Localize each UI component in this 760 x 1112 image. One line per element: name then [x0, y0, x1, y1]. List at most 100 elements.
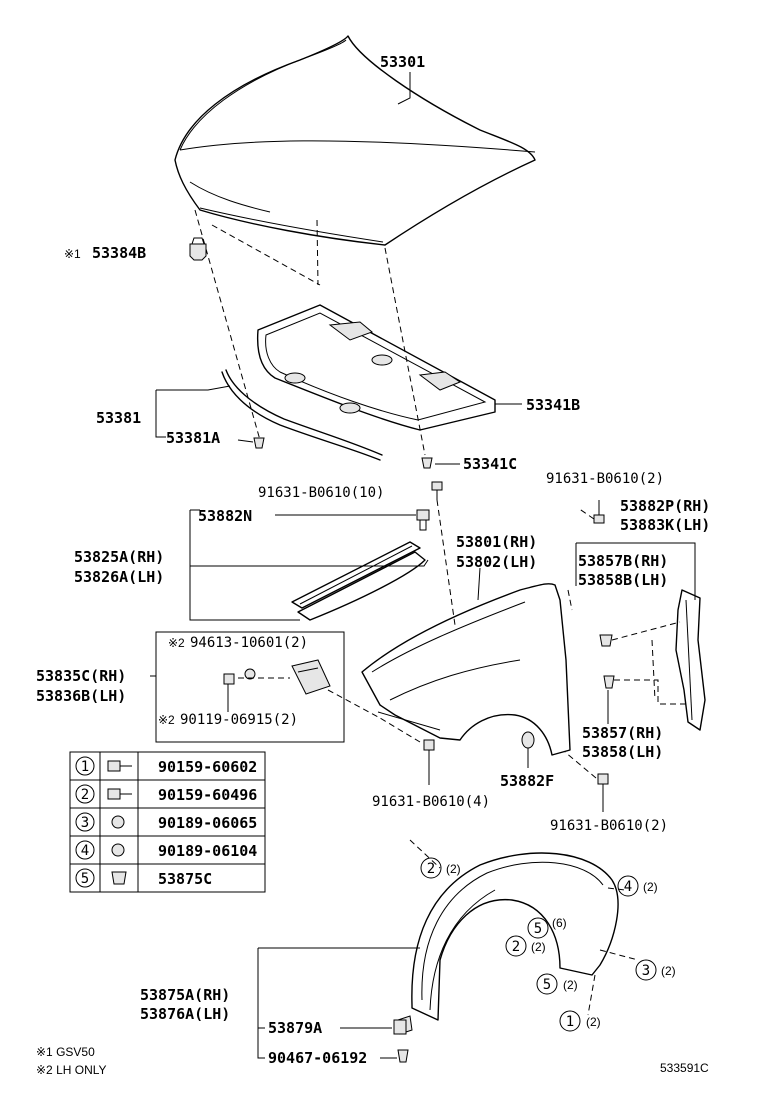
callout-number: 1 — [566, 1014, 574, 1030]
guide-line — [409, 839, 441, 869]
label-hood: 53301 — [380, 53, 425, 71]
guide-line — [611, 621, 681, 641]
label-insulator-clip: 53341C — [463, 455, 517, 473]
label-liner-rh: 53875A(RH) — [140, 986, 230, 1004]
guide-line — [651, 639, 656, 701]
fastener-number: 2 — [81, 787, 89, 803]
insulator-clip-icon — [421, 457, 433, 469]
leader-liner — [257, 948, 265, 1059]
label-bolt-bottom-right: 91631-B0610(2) — [550, 818, 668, 834]
label-liner-lh: 53876A(LH) — [140, 1005, 230, 1023]
fastener-part: 90159-60602 — [158, 758, 257, 776]
table-row: 2 90159-60496 — [75, 784, 257, 804]
guide-line — [607, 887, 626, 891]
label-bracket-b-lh: 53858B(LH) — [578, 571, 668, 589]
fastener-number: 5 — [81, 871, 89, 887]
liner-callouts: 2 (2) 4 (2) 5 (6) 2 (2) 3 (2) 5 (2) — [420, 857, 676, 1032]
callout-number: 4 — [624, 879, 632, 895]
callout-qty: (2) — [563, 978, 578, 992]
front-fender — [361, 583, 571, 756]
hood-insulator — [256, 304, 496, 431]
label-fender-lh: 53802(LH) — [456, 553, 537, 571]
fastener-number: 3 — [81, 815, 89, 831]
fastener-part: 53875C — [158, 870, 212, 888]
label-cowl-lh: 53826A(LH) — [74, 568, 164, 586]
footnote-2: ※2 LH ONLY — [36, 1063, 107, 1077]
callout-qty: (6) — [552, 916, 567, 930]
fender-liner — [397, 852, 619, 1035]
leader-cowl — [190, 559, 429, 567]
seal-clip-icon — [253, 437, 265, 449]
callout: 2 (2) — [505, 935, 546, 957]
table-row: 3 90189-06065 — [75, 812, 257, 832]
guide-line — [211, 224, 321, 286]
note-mark: ※2 — [168, 636, 185, 650]
label-pad-f: 53882F — [500, 772, 554, 790]
callout-qty: (2) — [643, 880, 658, 894]
label-hood-cushion: 53384B — [92, 244, 146, 262]
note-mark: ※1 — [64, 247, 81, 261]
leader-hood — [397, 72, 411, 105]
fastener-table: 1 90159-60602 2 90159-60496 3 90189-0606… — [69, 751, 266, 893]
leader-bracket-b — [576, 542, 696, 600]
guide-line — [614, 679, 690, 705]
label-cowl-rh: 53825A(RH) — [74, 548, 164, 566]
guide-line — [316, 219, 319, 286]
part-labels: 53301 ※1 53384B 53341B 53381 53381A 5334… — [36, 53, 710, 1077]
callout-number: 5 — [534, 921, 542, 937]
label-bolt-right-top: 91631-B0610(2) — [546, 471, 664, 487]
label-liner-clip: 90467-06192 — [268, 1049, 367, 1067]
callout: 2 (2) — [420, 857, 461, 879]
callout: 4 (2) — [617, 875, 658, 897]
fastener-part: 90159-60496 — [158, 786, 257, 804]
callout-qty: (2) — [586, 1015, 601, 1029]
bolt-icon — [593, 500, 605, 524]
note-mark: ※2 — [158, 713, 175, 727]
seal-n-clip-icon — [416, 509, 430, 531]
diagram-id: 533591C — [660, 1061, 709, 1075]
guide-line — [577, 507, 595, 520]
table-row: 1 90159-60602 — [75, 756, 257, 776]
leader-seal — [155, 390, 166, 438]
label-hood-seal: 53381 — [96, 409, 141, 427]
bracket-clip-icon — [599, 634, 615, 689]
bolt-icon — [431, 481, 443, 500]
footnote-1: ※1 GSV50 — [36, 1045, 95, 1059]
liner-seal-icon — [393, 1019, 407, 1035]
fastener-part: 90189-06104 — [158, 842, 257, 860]
label-bracket-b-rh: 53857B(RH) — [578, 552, 668, 570]
callout: 3 (2) — [635, 959, 676, 981]
bolt-icon — [423, 739, 435, 785]
nut-icon — [244, 668, 256, 680]
callout: 1 (2) — [559, 1010, 601, 1032]
callout-number: 2 — [512, 939, 520, 955]
label-hood-insulator: 53341B — [526, 396, 580, 414]
fastener-number: 1 — [81, 759, 89, 775]
liner-clip-icon — [397, 1049, 409, 1063]
label-bracket-lh: 53858(LH) — [582, 743, 663, 761]
label-liner-seal: 53879A — [268, 1019, 322, 1037]
guide-line — [379, 717, 421, 743]
label-hood-seal-clip: 53381A — [166, 429, 220, 447]
label-nut: 94613-10601(2) — [190, 635, 308, 651]
fastener-part: 90189-06065 — [158, 814, 257, 832]
table-row: 5 53875C — [75, 868, 212, 888]
label-bolt-bottom-center: 91631-B0610(4) — [372, 794, 490, 810]
hood-panel — [174, 35, 536, 246]
label-support-lh: 53836B(LH) — [36, 687, 126, 705]
screw-icon — [223, 673, 235, 685]
fastener-number: 4 — [81, 843, 89, 859]
leader-fender — [477, 567, 481, 601]
label-bracket-rh: 53857(RH) — [582, 724, 663, 742]
label-fender-rh: 53801(RH) — [456, 533, 537, 551]
guide-line — [567, 589, 573, 611]
support-detail-box — [155, 631, 345, 743]
callout-number: 2 — [427, 861, 435, 877]
callout-qty: (2) — [661, 964, 676, 978]
label-support-rh: 53835C(RH) — [36, 667, 126, 685]
guide-line — [327, 689, 381, 719]
callout: 5 (6) — [527, 916, 567, 939]
hood-seal — [221, 369, 383, 461]
leader-cowl — [189, 510, 300, 621]
